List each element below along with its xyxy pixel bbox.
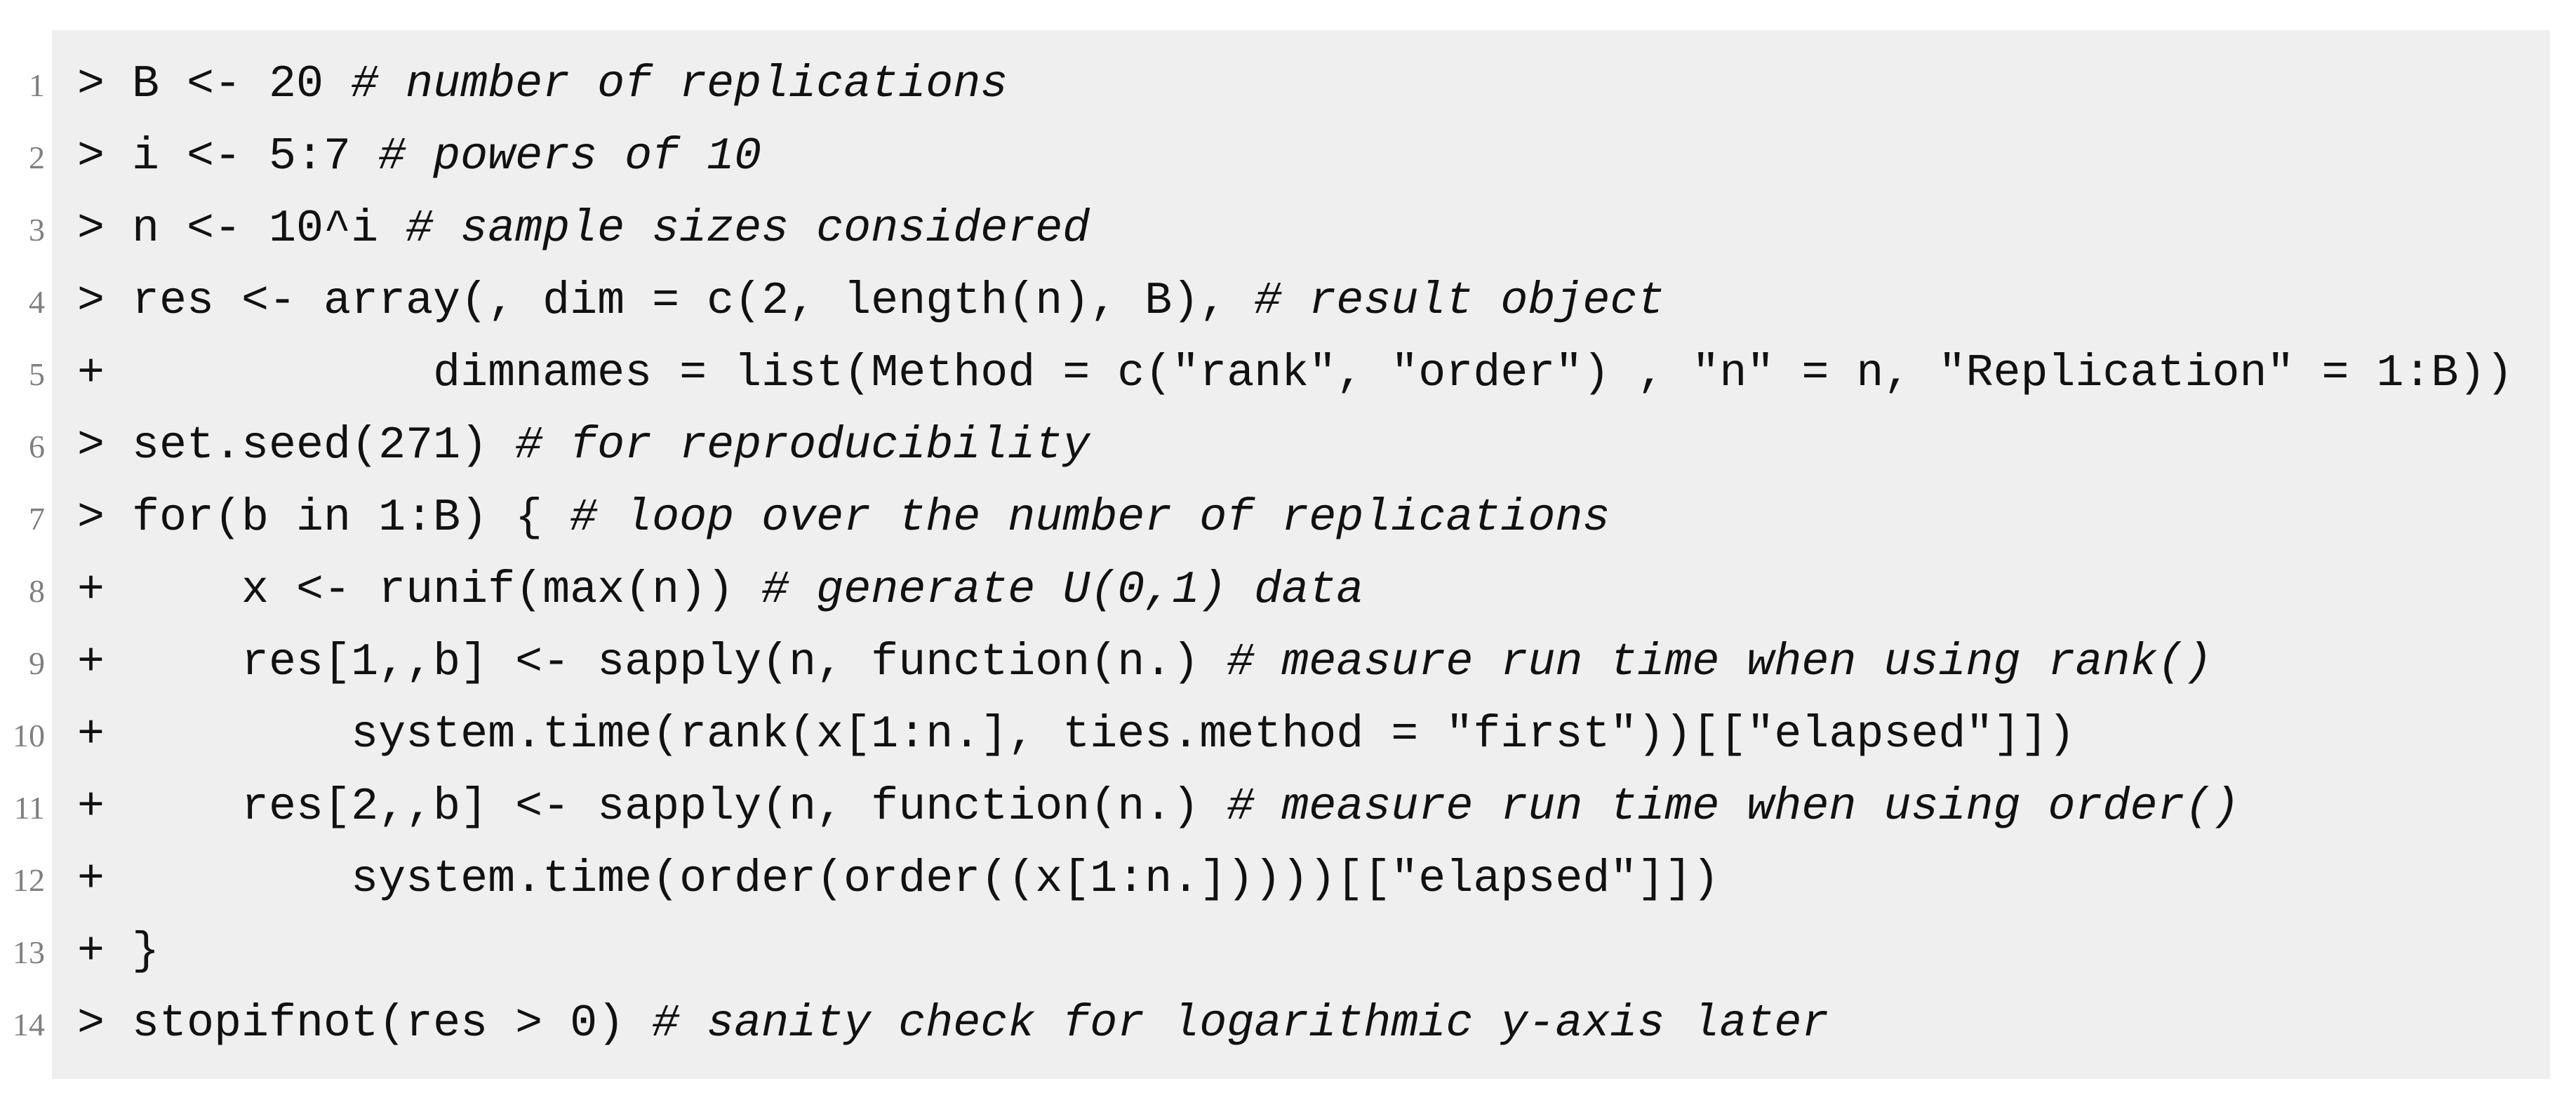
- code-line: 9 + res[1,,b] <- sapply(n, function(n.) …: [0, 626, 2576, 699]
- code-text: + res[2,,b] <- sapply(n, function(n.) # …: [77, 771, 2240, 843]
- code-text: + system.time(rank(x[1:n.], ties.method …: [77, 699, 2075, 771]
- code-comment: # sanity check for logarithmic y-axis la…: [652, 998, 1829, 1049]
- code-statement: > set.seed(271): [77, 420, 516, 471]
- line-number: 5: [29, 356, 45, 392]
- code-line: 6 > set.seed(271) # for reproducibility: [0, 410, 2576, 482]
- code-text: > set.seed(271) # for reproducibility: [77, 410, 1090, 482]
- code-text: + x <- runif(max(n)) # generate U(0,1) d…: [77, 554, 1363, 626]
- code-line: 10 + system.time(rank(x[1:n.], ties.meth…: [0, 699, 2576, 771]
- code-text: + }: [77, 915, 159, 988]
- code-line: 3 > n <- 10^i # sample sizes considered: [0, 193, 2576, 265]
- line-number: 9: [29, 645, 45, 681]
- line-number: 13: [13, 934, 45, 970]
- line-number: 1: [29, 67, 45, 103]
- code-text: > res <- array(, dim = c(2, length(n), B…: [77, 265, 1664, 337]
- code-statement: > for(b in 1:B) {: [77, 492, 570, 544]
- code-statement: + res[2,,b] <- sapply(n, function(n.): [77, 781, 1227, 833]
- code-comment: # sample sizes considered: [406, 203, 1090, 255]
- code-text: > B <- 20 # number of replications: [77, 48, 1008, 121]
- code-statement: > B <- 20: [77, 58, 352, 110]
- code-line: 2 > i <- 5:7 # powers of 10: [0, 121, 2576, 193]
- code-statement: + res[1,,b] <- sapply(n, function(n.): [77, 636, 1227, 688]
- code-statement: + dimnames = list(Method = c("rank", "or…: [77, 347, 2514, 399]
- line-number: 4: [29, 284, 45, 320]
- line-number: 12: [13, 862, 45, 898]
- code-comment: # measure run time when using order(): [1227, 781, 2240, 833]
- code-text: + system.time(order(order((x[1:n.]))))[[…: [77, 843, 1719, 915]
- code-block-background: [52, 30, 2550, 1079]
- code-text: > stopifnot(res > 0) # sanity check for …: [77, 988, 1829, 1060]
- code-line: 7 > for(b in 1:B) { # loop over the numb…: [0, 482, 2576, 554]
- code-statement: + system.time(rank(x[1:n.], ties.method …: [77, 709, 2076, 760]
- code-line: 11 + res[2,,b] <- sapply(n, function(n.)…: [0, 771, 2576, 843]
- code-comment: # loop over the number of replications: [570, 492, 1610, 544]
- code-statement: > i <- 5:7: [77, 130, 379, 182]
- code-statement: > stopifnot(res > 0): [77, 998, 653, 1049]
- code-line: 8 + x <- runif(max(n)) # generate U(0,1)…: [0, 554, 2576, 626]
- code-comment: # number of replications: [351, 58, 1008, 110]
- code-comment: # measure run time when using rank(): [1227, 636, 2213, 688]
- code-line: 13 + }: [0, 915, 2576, 988]
- code-statement: + system.time(order(order((x[1:n.]))))[[…: [77, 853, 1720, 905]
- line-number: 3: [29, 212, 45, 248]
- code-statement: > res <- array(, dim = c(2, length(n), B…: [77, 275, 1255, 327]
- line-number: 10: [13, 718, 45, 753]
- line-number: 8: [29, 573, 45, 609]
- code-statement: + }: [77, 925, 160, 977]
- line-number: 11: [13, 790, 45, 826]
- code-comment: # for reproducibility: [515, 420, 1090, 471]
- code-line: 12 + system.time(order(order((x[1:n.])))…: [0, 843, 2576, 915]
- code-text: + res[1,,b] <- sapply(n, function(n.) # …: [77, 626, 2213, 699]
- line-number: 2: [29, 140, 45, 175]
- code-statement: > n <- 10^i: [77, 203, 406, 255]
- code-statement: + x <- runif(max(n)): [77, 564, 762, 616]
- code-comment: # generate U(0,1) data: [761, 564, 1364, 616]
- code-line: 1 > B <- 20 # number of replications: [0, 48, 2576, 121]
- code-text: > for(b in 1:B) { # loop over the number…: [77, 482, 1610, 554]
- code-line: 14 > stopifnot(res > 0) # sanity check f…: [0, 988, 2576, 1060]
- line-number: 14: [13, 1007, 45, 1042]
- code-text: > i <- 5:7 # powers of 10: [77, 121, 761, 193]
- code-comment: # result object: [1254, 275, 1665, 327]
- code-text: + dimnames = list(Method = c("rank", "or…: [77, 337, 2514, 410]
- code-comment: # powers of 10: [378, 130, 762, 182]
- code-line: 5 + dimnames = list(Method = c("rank", "…: [0, 337, 2576, 410]
- code-line: 4 > res <- array(, dim = c(2, length(n),…: [0, 265, 2576, 337]
- code-listing: 1 > B <- 20 # number of replications 2 >…: [0, 48, 2576, 1060]
- code-text: > n <- 10^i # sample sizes considered: [77, 193, 1090, 265]
- line-number: 6: [29, 429, 45, 464]
- line-number: 7: [29, 501, 45, 537]
